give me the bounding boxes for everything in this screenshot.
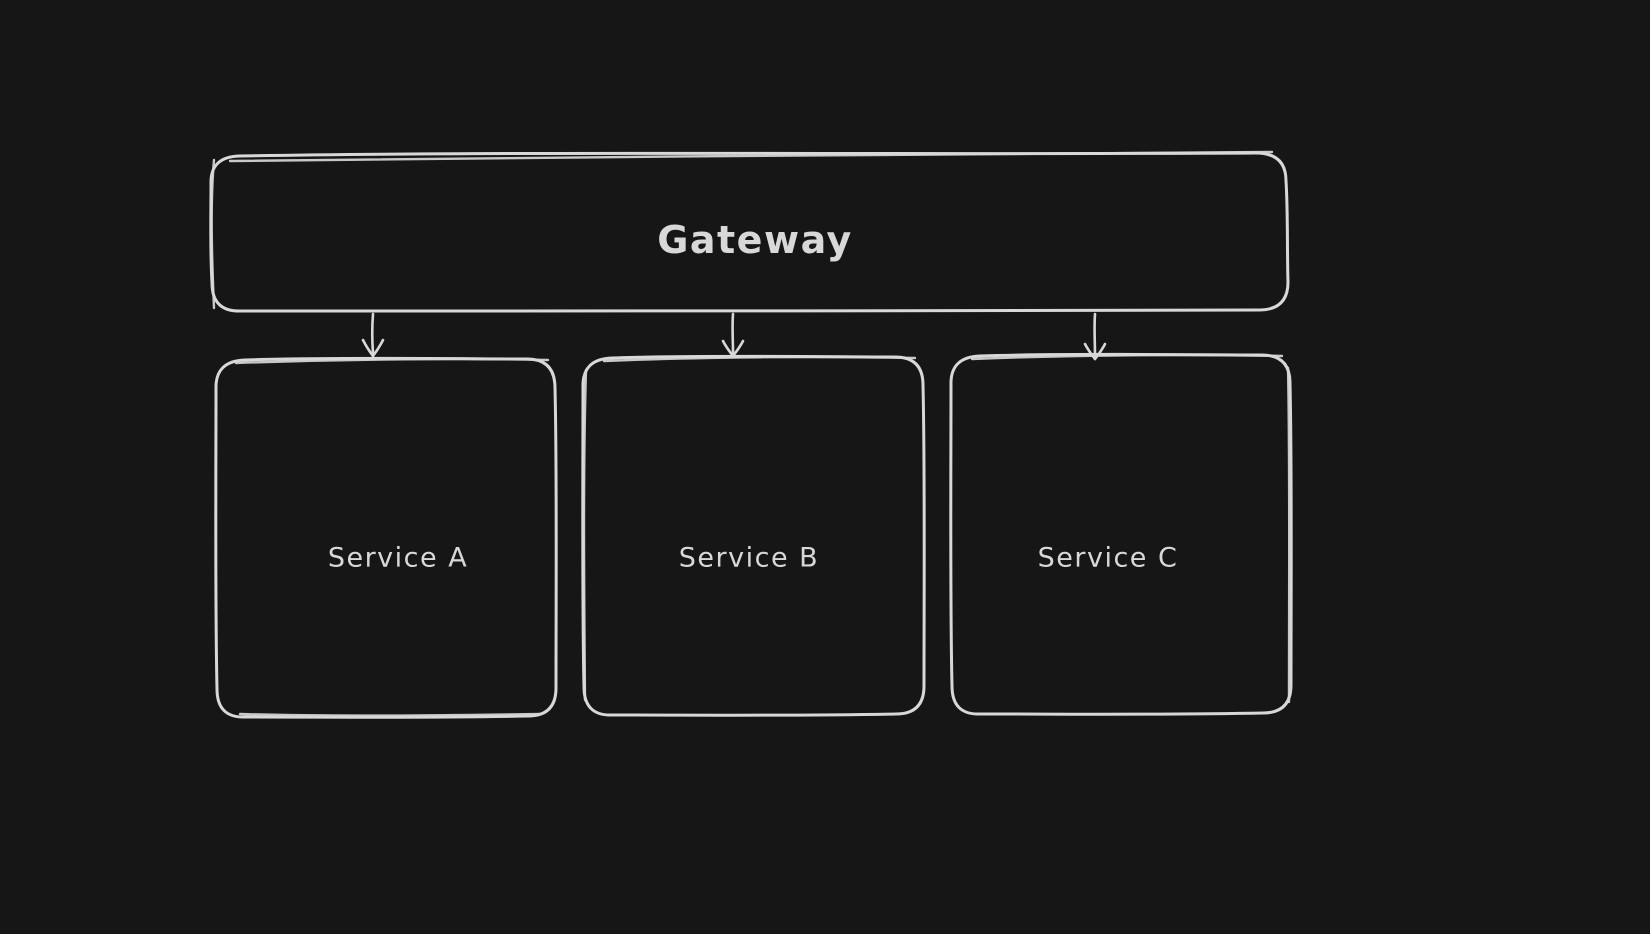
edge-gateway-service-a: [361, 312, 385, 358]
service-a-node-label: Service A: [327, 542, 469, 574]
gateway-node-label: Gateway: [657, 218, 853, 262]
edge-gateway-service-b: [721, 312, 745, 358]
service-b-node-label: Service B: [678, 542, 820, 574]
service-c-node-shape: [949, 352, 1293, 716]
service-a-node-shape: [214, 356, 558, 719]
edge-gateway-service-c: [1083, 312, 1107, 361]
service-b-node-shape: [581, 354, 926, 717]
service-c-node-label: Service C: [1037, 542, 1179, 574]
gateway-node-shape: [209, 150, 1290, 313]
